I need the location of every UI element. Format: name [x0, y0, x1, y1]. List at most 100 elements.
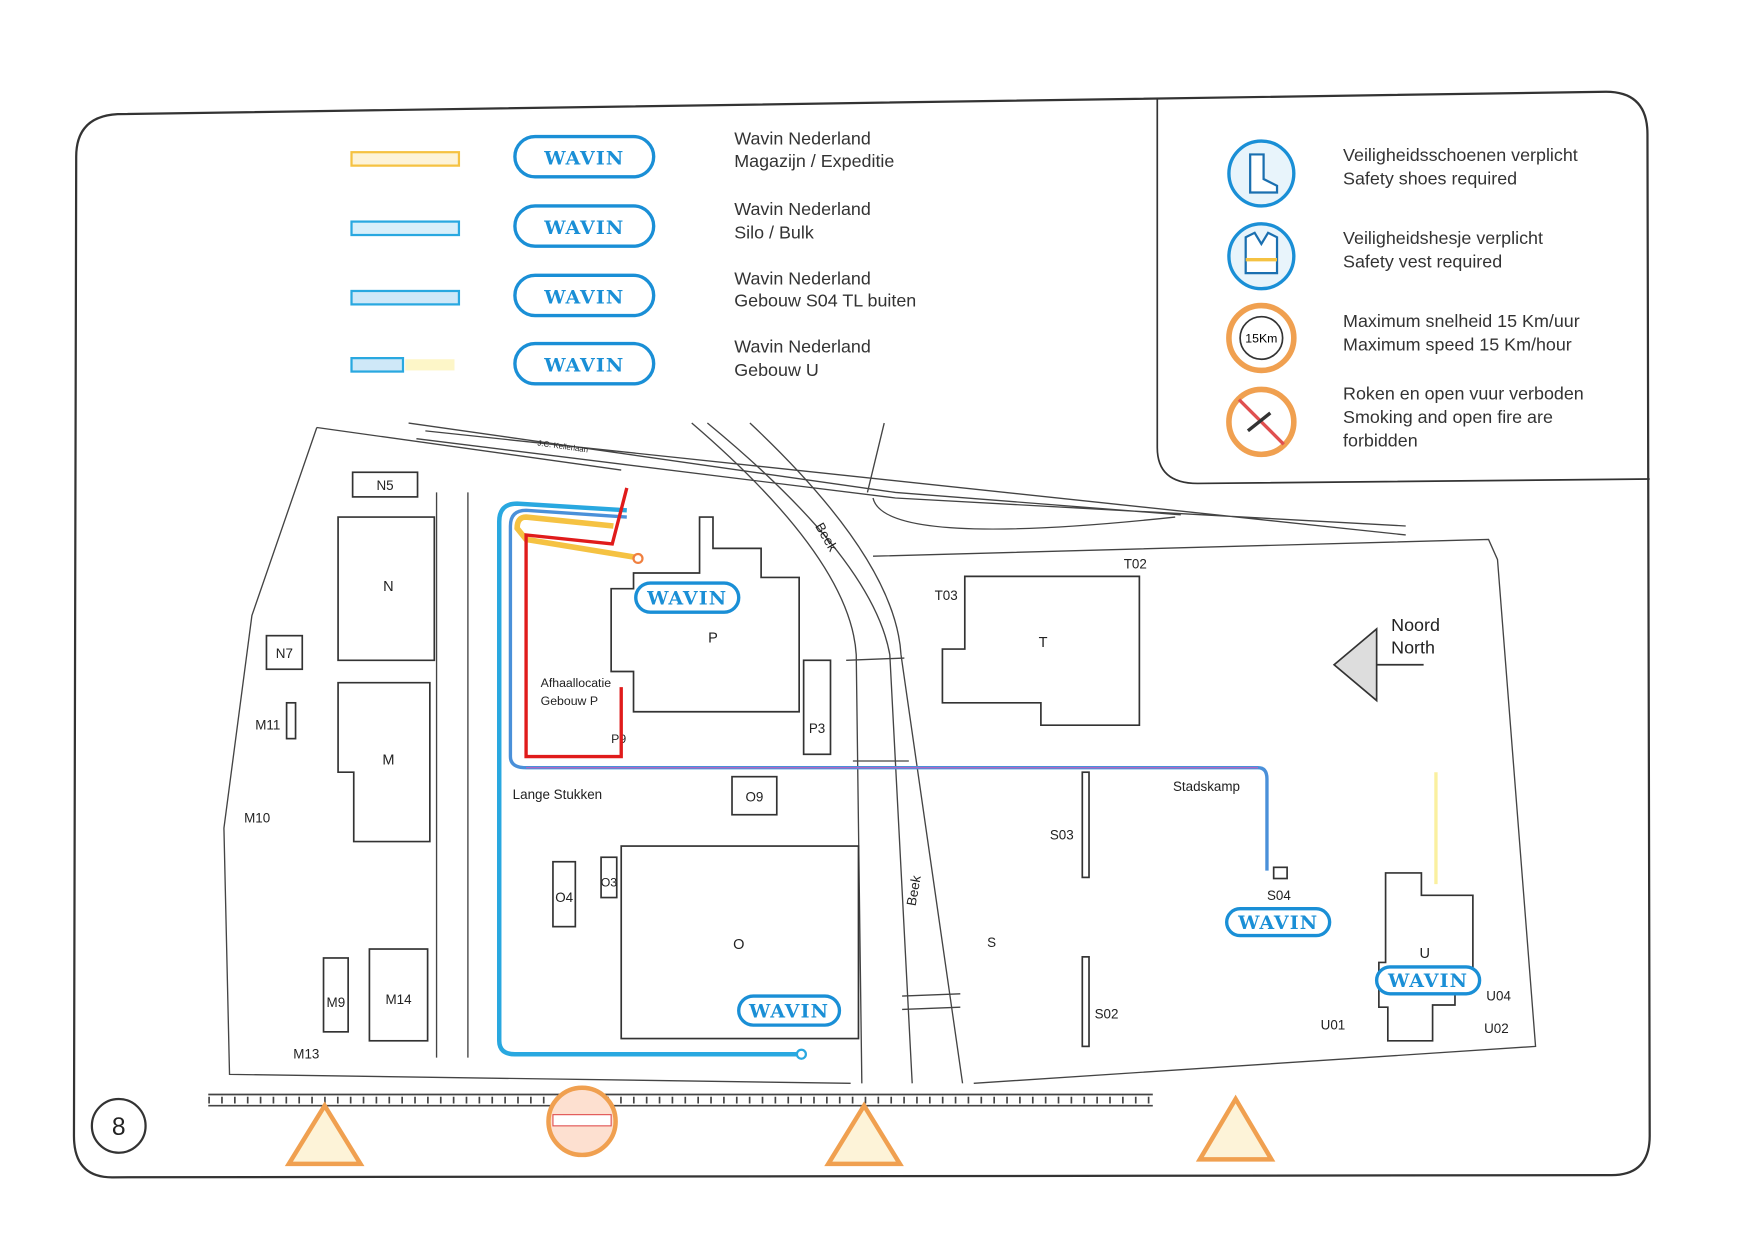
- safety-text-en: Smoking and open fire are: [1343, 407, 1553, 427]
- building-label-o4: O4: [555, 890, 573, 905]
- svg-text:WAVIN: WAVIN: [1387, 970, 1468, 992]
- legend: WAVIN Wavin Nederland Magazijn / Expedit…: [350, 128, 916, 386]
- legend-item-u: WAVIN Wavin Nederland Gebouw U: [350, 337, 871, 386]
- route-pickup: [524, 487, 629, 759]
- svg-text:WAVIN: WAVIN: [543, 355, 624, 377]
- building-m9: [322, 957, 349, 1033]
- buildings: N5 N N7 M11 M M10 M9 M14 M13 P WAVIN P3 …: [244, 471, 1511, 1062]
- safety-item-vest: Veiligheidshesje verplicht Safety vest r…: [1227, 222, 1543, 291]
- legend-subtitle: Magazijn / Expeditie: [734, 151, 894, 171]
- north-arrow-icon: [1332, 627, 1378, 703]
- route-silo-bulk: [496, 501, 802, 1057]
- safety-text-nl: Veiligheidsschoenen verplicht: [1343, 145, 1578, 165]
- pickup-location-label-2: Gebouw P: [541, 694, 598, 708]
- building-label-n: N: [383, 579, 394, 595]
- street-label-lange-stukken: Lange Stukken: [513, 787, 602, 802]
- map-frame: [72, 90, 1651, 1179]
- wavin-logo: WAVIN: [513, 341, 656, 386]
- building-label-u01: U01: [1321, 1018, 1346, 1033]
- building-m: [337, 681, 431, 843]
- building-t: [941, 575, 1141, 727]
- building-label-m: M: [382, 752, 394, 768]
- safety-text-en: Safety vest required: [1343, 251, 1502, 271]
- wavin-logo: WAVIN: [634, 581, 741, 614]
- building-label-p: P: [708, 630, 718, 646]
- wavin-logo: WAVIN: [1224, 907, 1332, 938]
- legend-line-swatch-yellow: [405, 359, 455, 371]
- routes: Afhaallocatie Gebouw P: [496, 487, 1438, 1060]
- building-label-n7: N7: [276, 646, 293, 661]
- building-label-m13: M13: [293, 1047, 319, 1062]
- svg-text:WAVIN: WAVIN: [748, 1000, 829, 1022]
- building-label-m9: M9: [327, 995, 346, 1010]
- safety-vest-icon: [1227, 222, 1296, 291]
- building-label-u02: U02: [1484, 1021, 1509, 1036]
- safety-text-nl: Maximum snelheid 15 Km/uur: [1343, 311, 1580, 331]
- legend-item-magazijn: WAVIN Wavin Nederland Magazijn / Expedit…: [350, 128, 894, 179]
- wavin-logo: WAVIN: [513, 134, 656, 179]
- north-label-en: North: [1391, 638, 1435, 658]
- legend-subtitle: Silo / Bulk: [734, 222, 814, 242]
- safety-list: Veiligheidsschoenen verplicht Safety sho…: [1226, 139, 1584, 458]
- warning-train-icon: [284, 1101, 365, 1167]
- building-label-o9: O9: [745, 789, 763, 804]
- pickup-location-label: Afhaallocatie: [541, 676, 612, 690]
- building-s04: [1272, 866, 1288, 880]
- building-s03: [1081, 771, 1090, 879]
- building-label-n5: N5: [377, 478, 394, 493]
- svg-text:WAVIN: WAVIN: [543, 286, 624, 308]
- building-label-p3: P3: [809, 721, 825, 736]
- legend-title: Wavin Nederland: [734, 199, 871, 219]
- north-arrow: Noord North: [1332, 615, 1440, 703]
- north-label-nl: Noord: [1391, 615, 1440, 635]
- no-entry-sign-icon: [546, 1085, 618, 1158]
- building-label-s: S: [987, 935, 996, 950]
- building-s02: [1081, 956, 1090, 1048]
- page-number-label: 8: [112, 1114, 126, 1141]
- legend-subtitle: Gebouw U: [734, 360, 819, 380]
- building-label-m11: M11: [255, 718, 280, 733]
- legend-line-swatch: [350, 289, 461, 306]
- route-end-marker: [632, 552, 644, 565]
- legend-item-s04: WAVIN Wavin Nederland Gebouw S04 TL buit…: [350, 268, 916, 318]
- legend-subtitle: Gebouw S04 TL buiten: [734, 291, 916, 311]
- street-label-beek: Beek: [904, 874, 924, 907]
- building-o3: [600, 856, 618, 899]
- safety-text-en: Maximum speed 15 Km/hour: [1343, 334, 1572, 354]
- building-label-t02: T02: [1124, 557, 1147, 572]
- route-magazijn: [514, 514, 637, 561]
- building-label-s02: S02: [1095, 1006, 1119, 1021]
- legend-item-silo: WAVIN Wavin Nederland Silo / Bulk: [350, 199, 871, 248]
- building-label-s03: S03: [1050, 827, 1074, 842]
- safety-shoes-icon: [1227, 139, 1296, 208]
- page-number: 8: [90, 1097, 147, 1154]
- building-o9: [731, 775, 778, 816]
- building-label-p9: P9: [611, 732, 626, 746]
- building-label-t03: T03: [935, 588, 958, 603]
- legend-title: Wavin Nederland: [734, 268, 871, 288]
- safety-item-shoes: Veiligheidsschoenen verplicht Safety sho…: [1227, 139, 1578, 208]
- building-label-o: O: [733, 937, 744, 953]
- railway: [208, 1093, 1153, 1107]
- building-n7: [265, 634, 304, 671]
- wavin-logo: WAVIN: [513, 204, 656, 248]
- safety-box: [1156, 98, 1650, 485]
- speed-limit-badge: 15Km: [1245, 331, 1277, 345]
- building-p: [610, 516, 800, 713]
- building-label-s04: S04: [1267, 888, 1291, 903]
- wavin-logo: WAVIN: [737, 994, 842, 1027]
- level-crossing-warnings: [284, 1085, 1276, 1167]
- speed-limit-icon: 15Km: [1226, 302, 1297, 374]
- svg-text:WAVIN: WAVIN: [543, 217, 624, 239]
- route-end-marker: [795, 1048, 807, 1060]
- safety-text-en: Safety shoes required: [1343, 169, 1517, 189]
- wavin-logo: WAVIN: [1374, 965, 1482, 996]
- building-m14: [368, 948, 429, 1042]
- street-label-stadskamp: Stadskamp: [1173, 779, 1240, 794]
- building-label-u04: U04: [1486, 989, 1511, 1004]
- building-m11: [285, 701, 297, 740]
- building-label-u: U: [1420, 946, 1430, 962]
- legend-title: Wavin Nederland: [734, 128, 871, 148]
- safety-text-nl: Roken en open vuur verboden: [1343, 384, 1584, 404]
